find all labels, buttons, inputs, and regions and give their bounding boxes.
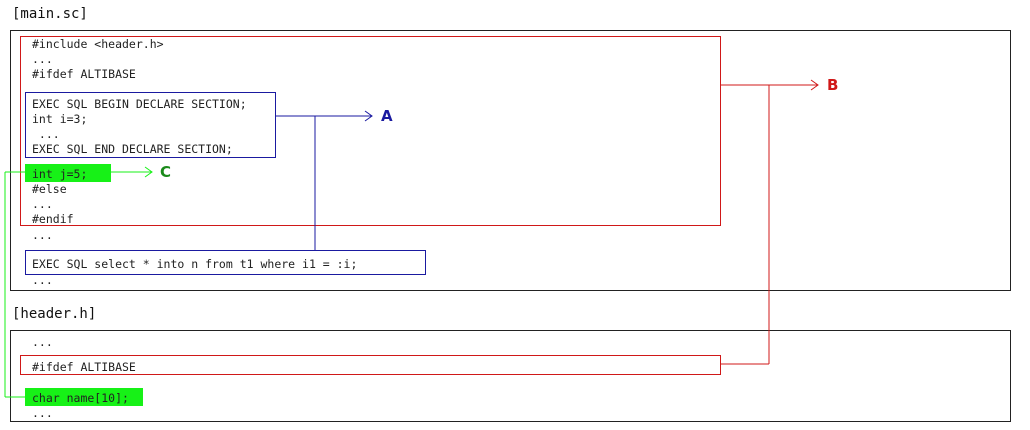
code-line-endif: #endif [32,212,74,226]
int-j-highlight [25,164,111,182]
code-line-select: EXEC SQL select * into n from t1 where i… [32,257,358,271]
code-line-ellipsis: ... [32,273,53,287]
label-b: B [827,76,839,94]
code-line-ellipsis: ... [32,335,53,349]
code-line-char-name: char name[10]; [32,391,129,405]
label-a: A [381,107,393,125]
label-c: C [160,163,172,181]
declare-section-box [25,92,276,158]
code-line-int-i: int i=3; [32,112,88,126]
main-file-title: [main.sc] [12,6,88,22]
code-line-ellipsis: ... [32,127,60,141]
code-line-include: #include <header.h> [32,37,164,51]
code-line-declare-end: EXEC SQL END DECLARE SECTION; [32,142,233,156]
code-line-else: #else [32,182,67,196]
code-line-ellipsis: ... [32,52,53,66]
char-name-highlight [25,388,143,406]
main-file-panel [10,30,1011,291]
header-file-title: [header.h] [12,306,97,322]
connector-a [276,110,373,250]
code-line-ellipsis: ... [32,197,53,211]
connector-c [4,166,153,398]
header-ifdef-box [20,355,721,375]
code-line-ifdef: #ifdef ALTIBASE [32,360,136,374]
connector-b [721,79,819,365]
main-ifdef-block [20,36,721,226]
header-file-panel [10,330,1011,422]
select-statement-box [25,250,426,275]
code-line-ellipsis: ... [32,406,53,420]
code-line-ellipsis: ... [32,228,53,242]
code-line-int-j: int j=5; [32,167,88,181]
code-line-ifdef: #ifdef ALTIBASE [32,67,136,81]
code-line-declare-begin: EXEC SQL BEGIN DECLARE SECTION; [32,97,247,111]
